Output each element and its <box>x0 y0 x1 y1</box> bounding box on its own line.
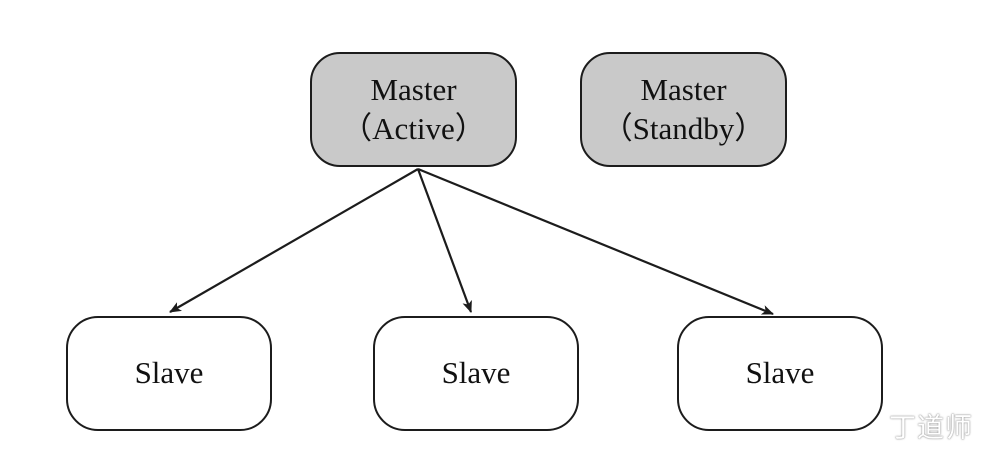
slave-node-1: Slave <box>66 316 272 431</box>
master-active-status: （Active） <box>341 110 486 146</box>
slave-2-label: Slave <box>441 355 511 391</box>
master-standby-node: Master （Standby） <box>580 52 787 167</box>
watermark-text: 丁道师 <box>889 413 973 444</box>
master-standby-title: Master <box>640 71 727 107</box>
slave-1-label: Slave <box>134 355 204 391</box>
master-active-node: Master （Active） <box>310 52 517 167</box>
slave-3-label: Slave <box>745 355 815 391</box>
slave-node-3: Slave <box>677 316 883 431</box>
edge-master-to-slave-3 <box>417 167 774 316</box>
edge-master-to-slave-1 <box>169 168 419 313</box>
master-active-title: Master <box>370 71 457 107</box>
master-standby-status: （Standby） <box>601 110 766 146</box>
slave-node-2: Slave <box>373 316 579 431</box>
edge-master-to-slave-2 <box>416 168 473 313</box>
